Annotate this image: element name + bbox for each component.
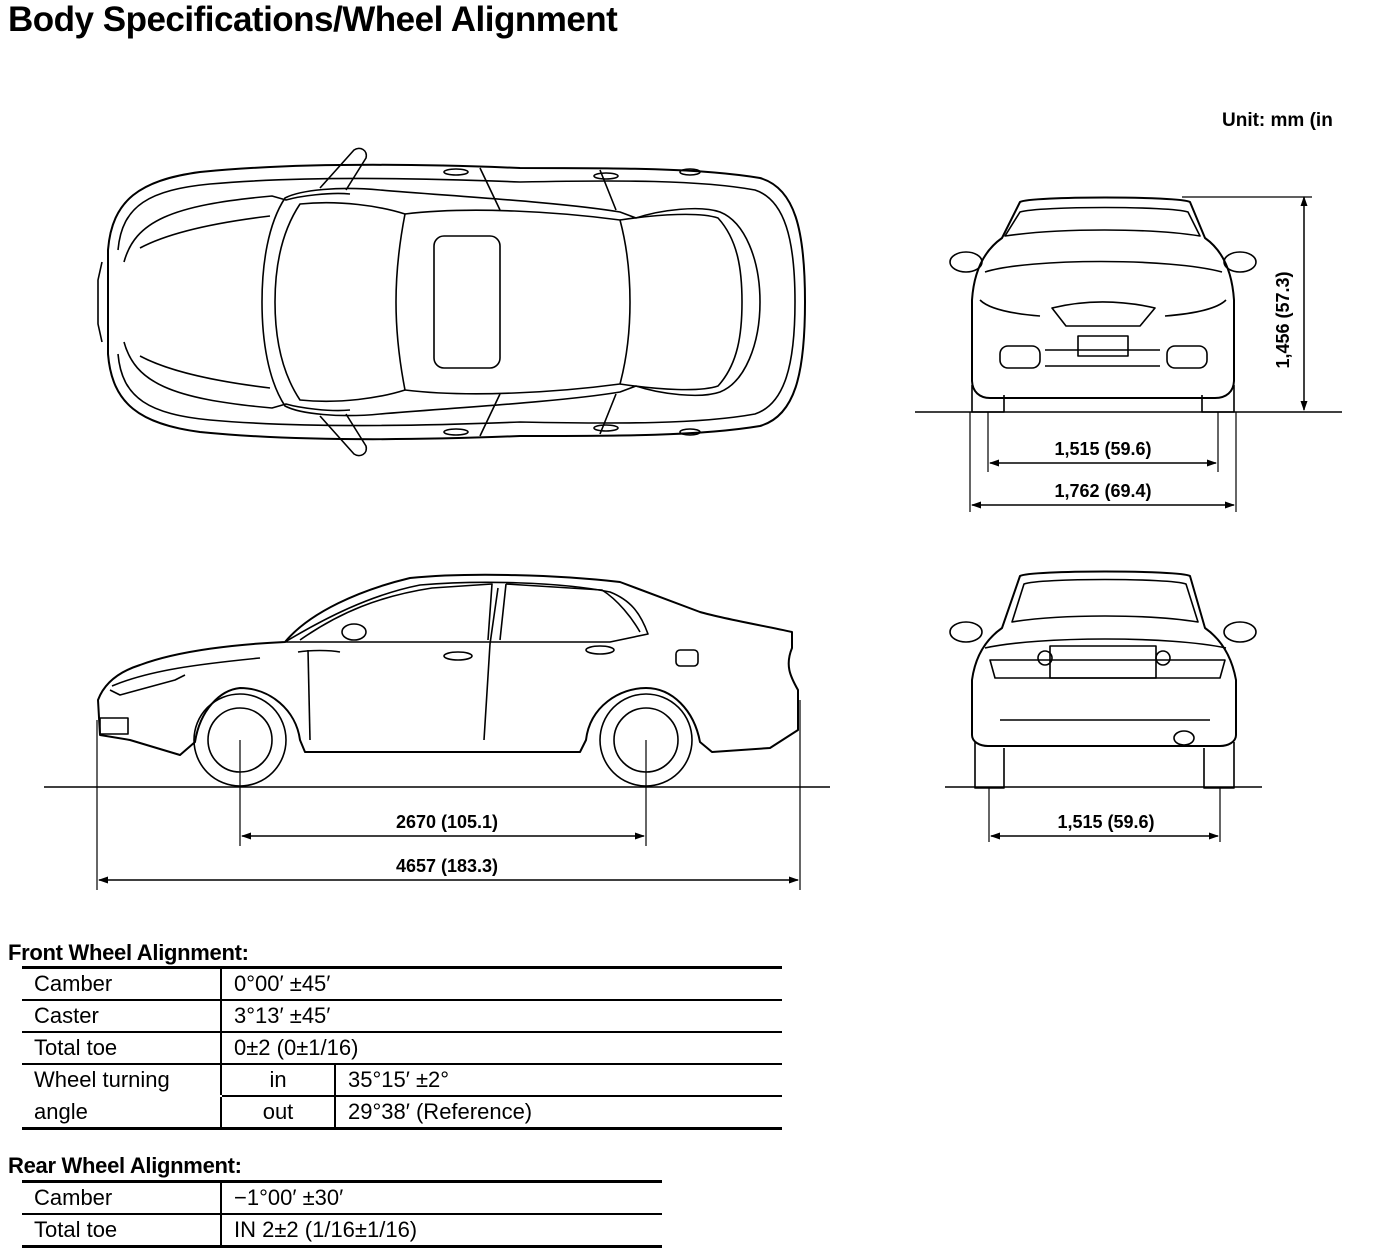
table-row: Total toe IN 2±2 (1/16±1/16) <box>22 1214 662 1247</box>
body-dimension-diagram: 1,456 (57.3) 1,515 (59.6) 1,762 (69.4) 2… <box>44 147 1342 890</box>
table-row: Caster 3°13′ ±45′ <box>22 1000 782 1032</box>
car-rear-view <box>949 570 1257 789</box>
table-row: angle out 29°38′ (Reference) <box>22 1096 782 1129</box>
rear-total-toe-value: IN 2±2 (1/16±1/16) <box>234 1217 418 1242</box>
turning-in-label: in <box>221 1064 336 1096</box>
caster-value: 3°13′ ±45′ <box>234 1003 331 1028</box>
rear-total-toe-label: Total toe <box>22 1214 222 1247</box>
rear-camber-value: −1°00′ ±30′ <box>234 1185 344 1210</box>
wheelbase-dim-label: 2670 (105.1) <box>396 812 498 832</box>
overall-width-dim-label: 1,762 (69.4) <box>1054 481 1151 501</box>
front-alignment-table: Camber 0°00′ ±45′ Caster 3°13′ ±45′ Tota… <box>22 966 782 1130</box>
turning-angle-label-line2: angle <box>22 1096 222 1129</box>
front-tread-dim-label: 1,515 (59.6) <box>1054 439 1151 459</box>
table-row: Camber 0°00′ ±45′ <box>22 967 782 1000</box>
unit-note: Unit: mm (in <box>1222 110 1333 131</box>
car-top-view <box>97 147 806 457</box>
total-toe-label: Total toe <box>22 1032 222 1064</box>
total-toe-value: 0±2 (0±1/16) <box>234 1035 359 1060</box>
table-row: Wheel turning in 35°15′ ±2° <box>22 1064 782 1097</box>
rear-tread-dim-label: 1,515 (59.6) <box>1057 812 1154 832</box>
car-front-view <box>949 196 1257 413</box>
table-row: Total toe 0±2 (0±1/16) <box>22 1032 782 1064</box>
turning-out-value: 29°38′ (Reference) <box>348 1099 533 1124</box>
camber-value: 0°00′ ±45′ <box>234 971 331 996</box>
caster-label: Caster <box>22 1000 222 1032</box>
turning-in-value: 35°15′ ±2° <box>348 1067 450 1092</box>
turning-out-label: out <box>221 1096 336 1129</box>
page-title: Body Specifications/Wheel Alignment <box>8 0 618 39</box>
car-side-view <box>97 573 799 787</box>
rear-camber-label: Camber <box>22 1181 222 1214</box>
table-row: Camber −1°00′ ±30′ <box>22 1181 662 1214</box>
camber-label: Camber <box>22 967 222 1000</box>
rear-alignment-title: Rear Wheel Alignment: <box>8 1153 242 1178</box>
overall-length-dim-label: 4657 (183.3) <box>396 856 498 876</box>
height-dim-label: 1,456 (57.3) <box>1273 271 1293 368</box>
ground-lines <box>44 411 1342 788</box>
front-alignment-title: Front Wheel Alignment: <box>8 940 249 965</box>
extension-lines <box>96 196 1312 890</box>
rear-alignment-table: Camber −1°00′ ±30′ Total toe IN 2±2 (1/1… <box>22 1180 662 1248</box>
turning-angle-label-line1: Wheel turning <box>22 1064 222 1097</box>
